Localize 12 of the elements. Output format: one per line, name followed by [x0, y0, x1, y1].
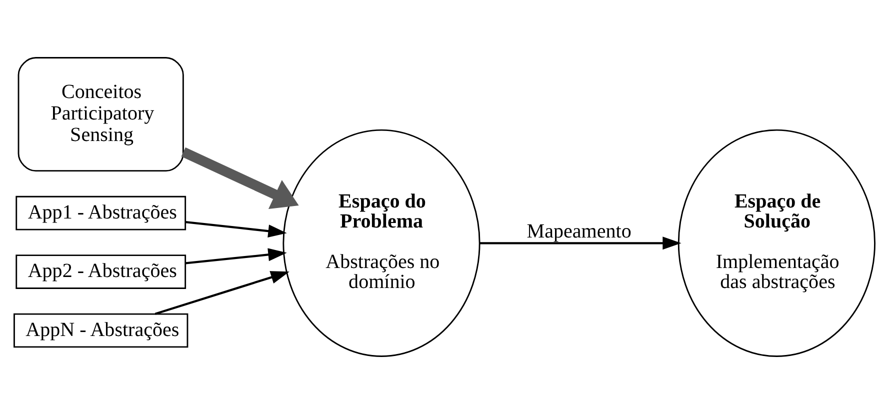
node-box: App1 - Abstrações [16, 196, 186, 230]
arrow [186, 221, 287, 238]
node-box: AppN - Abstrações [14, 313, 188, 348]
node-box: App2 - Abstrações [16, 254, 186, 289]
edge-label: Mapeamento [526, 220, 632, 243]
arrow [186, 248, 287, 264]
arrow [154, 271, 290, 315]
node-box: Conceitos Participatory Sensing [18, 57, 184, 172]
arrow [181, 147, 299, 209]
node-ellipse: Espaço de Solução Implementação das abstrações [678, 129, 876, 357]
node-ellipse: Espaço do Problema Abstrações no domínio [282, 129, 480, 357]
arrow [480, 236, 682, 250]
